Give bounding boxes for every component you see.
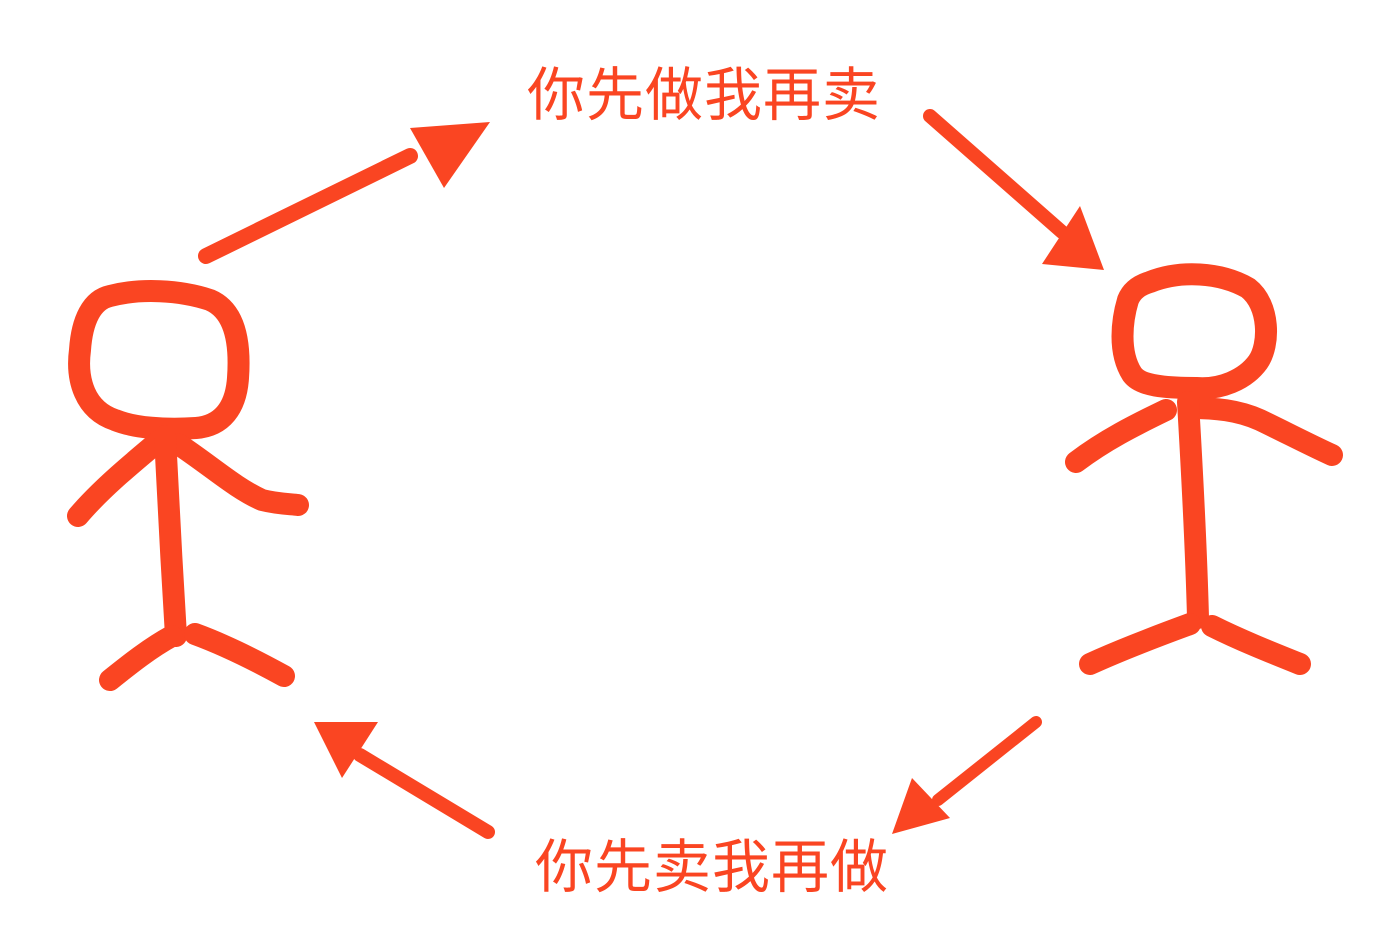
left-person-left-leg — [110, 636, 172, 680]
left-person-figure — [78, 291, 298, 680]
left-person-right-leg — [195, 634, 284, 676]
right-person-left-arm — [1076, 410, 1166, 462]
right-person-right-arm — [1190, 408, 1332, 455]
right-person-left-leg — [1090, 624, 1190, 664]
left-person-head — [79, 291, 238, 429]
arrow-bottom-right — [892, 722, 1036, 834]
bottom-label: 你先卖我再做 — [535, 838, 889, 896]
arrow-bottom-left — [314, 722, 488, 832]
left-person-right-arm — [178, 444, 298, 505]
right-person-head — [1123, 274, 1267, 388]
right-person-right-leg — [1212, 626, 1300, 664]
left-person-body — [165, 436, 176, 636]
right-person-figure — [1076, 274, 1332, 664]
arrow-top-left — [206, 122, 490, 256]
right-person-body — [1188, 402, 1198, 618]
arrow-top-right — [930, 116, 1104, 270]
left-person-left-arm — [78, 440, 160, 516]
top-label: 你先做我再卖 — [527, 66, 881, 124]
